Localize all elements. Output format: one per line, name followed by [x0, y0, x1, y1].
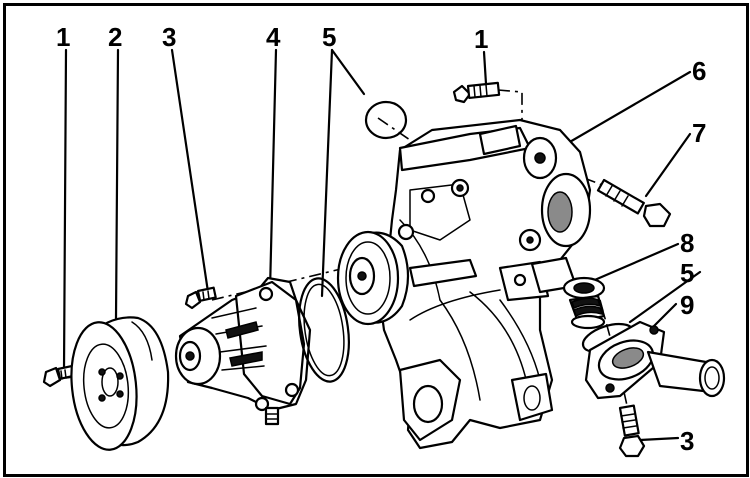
bolt-1-upper	[452, 81, 501, 104]
callout-4: 4	[266, 22, 281, 52]
housing-pulley	[336, 223, 415, 326]
thermostat-8	[562, 276, 606, 330]
water-pump-4	[174, 276, 312, 426]
callout-6: 6	[692, 56, 706, 86]
callout-labels: 1 2 3 4 5 1 6 7 8 5 9 3	[56, 22, 706, 456]
callout-3-lower: 3	[680, 426, 694, 456]
bolt-1-left	[42, 364, 75, 388]
callout-3-upper: 3	[162, 22, 176, 52]
bolt-3-lower	[618, 404, 646, 458]
o-ring-5-pump	[298, 277, 350, 383]
callout-5-upper: 5	[322, 22, 336, 52]
pulley-2	[70, 316, 170, 451]
callout-5-lower: 5	[680, 258, 694, 288]
coolant-flange-9	[584, 320, 726, 400]
bolt-3-pump	[184, 286, 217, 310]
leader-lines	[62, 48, 702, 442]
callout-1-left: 1	[56, 22, 70, 52]
callout-7: 7	[692, 118, 706, 148]
bolt-7	[596, 178, 672, 228]
callout-8: 8	[680, 228, 694, 258]
diagram-frame	[3, 3, 749, 477]
pump-housing-bracket	[378, 118, 592, 450]
callout-9: 9	[680, 290, 694, 320]
o-ring-5-top	[364, 100, 408, 140]
callout-2: 2	[108, 22, 122, 52]
o-ring-5-pump-inner	[303, 283, 345, 377]
callout-1-upper: 1	[474, 24, 488, 54]
